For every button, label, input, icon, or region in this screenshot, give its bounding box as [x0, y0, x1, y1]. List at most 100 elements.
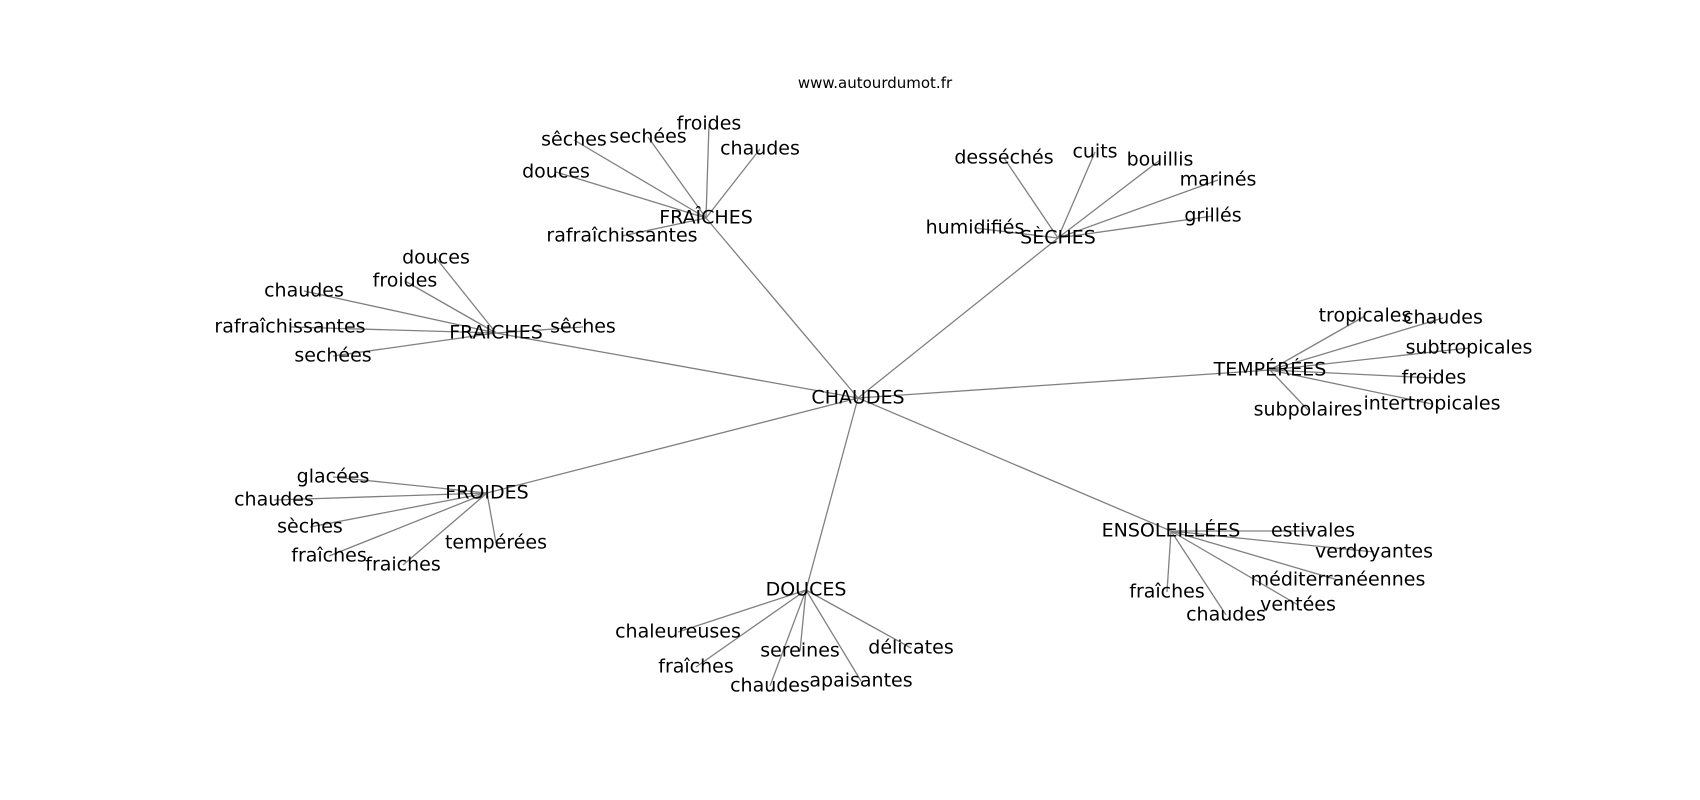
leaf-node-label: tropicales	[1319, 305, 1412, 327]
leaf-node-label: sereines	[760, 640, 840, 662]
edge-froides-1	[273, 492, 488, 501]
labels-layer: froidessechéessêchesdouceschaudesrafraîc…	[214, 113, 1532, 697]
leaf-node-label: sêches	[550, 316, 616, 338]
leaf-node-label: chaudes	[730, 675, 810, 697]
edge-ensoleillees-2	[1170, 530, 1339, 581]
edge-ensoleillees-5	[1166, 530, 1172, 593]
hub-node-label-temperees: TEMPÉRÉES	[1213, 358, 1327, 381]
leaf-node-label: fraîches	[658, 656, 734, 678]
edge-fraiches-3	[289, 326, 497, 334]
edge-douces-5	[805, 589, 912, 649]
leaf-node-label: méditerranéennes	[1251, 569, 1426, 591]
leaf-node-label: bouillis	[1127, 149, 1194, 171]
center-node-label: CHAUDES	[811, 387, 904, 409]
leaf-node-label: délicates	[868, 637, 953, 659]
leaf-node-label: marinés	[1180, 169, 1257, 191]
leaf-node-label: subtropicales	[1406, 337, 1533, 359]
edge-center-douces	[805, 397, 859, 591]
leaf-node-label: sêches	[541, 129, 607, 151]
edges-layer	[273, 123, 1470, 687]
hub-node-label-fraiches: FRAICHES	[449, 322, 543, 344]
leaf-node-label: fraiches	[365, 554, 441, 576]
leaf-node-label: chaudes	[1403, 307, 1483, 329]
hub-node-label-ensoleillees: ENSOLEILLÉES	[1102, 519, 1241, 542]
hub-node-label-froides: FROIDES	[445, 482, 528, 504]
edge-douces-4	[805, 589, 862, 682]
edge-fraiches-accent-2	[573, 139, 707, 219]
leaf-node-label: rafraîchissantes	[214, 316, 365, 338]
leaf-node-label: douces	[402, 247, 470, 269]
edge-temperees-0	[1269, 315, 1366, 371]
edge-temperees-4	[1269, 369, 1433, 405]
edge-temperees-1	[1269, 317, 1444, 371]
leaf-node-label: humidifiés	[926, 217, 1025, 239]
leaf-node-label: chaudes	[234, 489, 314, 511]
leaf-node-label: estivales	[1271, 520, 1355, 542]
edge-fraiches-accent-4	[705, 148, 761, 219]
hub-node-label-fraiches-accent: FRAÎCHES	[659, 206, 753, 229]
edge-froides-4	[402, 492, 488, 566]
edge-center-temperees	[857, 369, 1271, 399]
leaf-node-label: tempérées	[445, 532, 547, 554]
edge-fraiches-accent-0	[705, 123, 710, 219]
edge-fraiches-2	[303, 290, 497, 334]
edge-fraiches-5	[495, 326, 584, 334]
leaf-node-label: chaudes	[264, 280, 344, 302]
edge-douces-1	[695, 589, 807, 668]
leaf-node-label: fraîches	[1129, 581, 1205, 603]
edge-froides-0	[332, 476, 488, 494]
edge-seches-4	[1057, 215, 1214, 239]
edge-seches-3	[1057, 179, 1219, 239]
edge-seches-2	[1057, 159, 1161, 239]
hub-node-label-seches: SÈCHES	[1020, 226, 1096, 249]
leaf-node-label: fraîches	[291, 545, 367, 567]
edge-fraiches-1	[404, 280, 497, 334]
leaf-node-label: apaisantes	[809, 670, 912, 692]
leaf-node-label: froides	[677, 113, 742, 135]
leaf-node-label: froides	[1402, 367, 1467, 389]
leaf-node-label: rafraîchissantes	[546, 225, 697, 247]
edge-temperees-3	[1269, 369, 1435, 379]
edge-temperees-2	[1269, 347, 1470, 371]
leaf-node-label: ventées	[1260, 594, 1336, 616]
leaf-node-label: chaudes	[1186, 604, 1266, 626]
leaf-node-label: glacées	[297, 466, 370, 488]
edge-douces-2	[769, 589, 807, 687]
edge-center-ensoleillees	[857, 397, 1172, 532]
edge-seches-5	[974, 227, 1059, 239]
edge-fraiches-0	[435, 257, 497, 334]
leaf-node-label: cuits	[1072, 141, 1117, 163]
edge-fraiches-accent-3	[555, 171, 707, 219]
site-watermark: www.autourdumot.fr	[798, 74, 953, 92]
edge-temperees-5	[1269, 369, 1309, 411]
edge-ensoleillees-1	[1170, 530, 1375, 553]
edge-center-fraiches-accent	[705, 217, 859, 399]
leaf-node-label: froides	[373, 270, 438, 292]
edge-froides-2	[309, 492, 488, 528]
leaf-node-label: douces	[522, 161, 590, 183]
leaf-node-label: verdoyantes	[1315, 541, 1433, 563]
edge-froides-5	[486, 492, 497, 544]
edge-seches-0	[1003, 157, 1059, 239]
edge-ensoleillees-3	[1170, 530, 1299, 606]
leaf-node-label: sechées	[609, 126, 686, 148]
edge-douces-0	[677, 589, 807, 633]
edge-seches-1	[1057, 151, 1096, 239]
edge-center-seches	[857, 237, 1059, 399]
leaf-node-label: desséchés	[954, 147, 1053, 169]
leaf-node-label: intertropicales	[1363, 393, 1500, 415]
edge-fraiches-4	[332, 332, 497, 357]
edge-fraiches-accent-1	[647, 136, 707, 219]
edge-ensoleillees-4	[1170, 530, 1227, 616]
edge-fraiches-accent-5	[621, 217, 707, 237]
leaf-node-label: chaudes	[720, 138, 800, 160]
edge-douces-3	[799, 589, 807, 652]
edge-center-fraiches	[495, 332, 859, 399]
edge-center-froides	[486, 397, 859, 494]
edge-froides-3	[328, 492, 488, 557]
leaf-node-label: sèches	[277, 516, 343, 538]
leaf-node-label: chaleureuses	[615, 621, 741, 643]
leaf-node-label: grillés	[1184, 205, 1241, 227]
leaf-node-label: subpolaires	[1254, 399, 1363, 421]
